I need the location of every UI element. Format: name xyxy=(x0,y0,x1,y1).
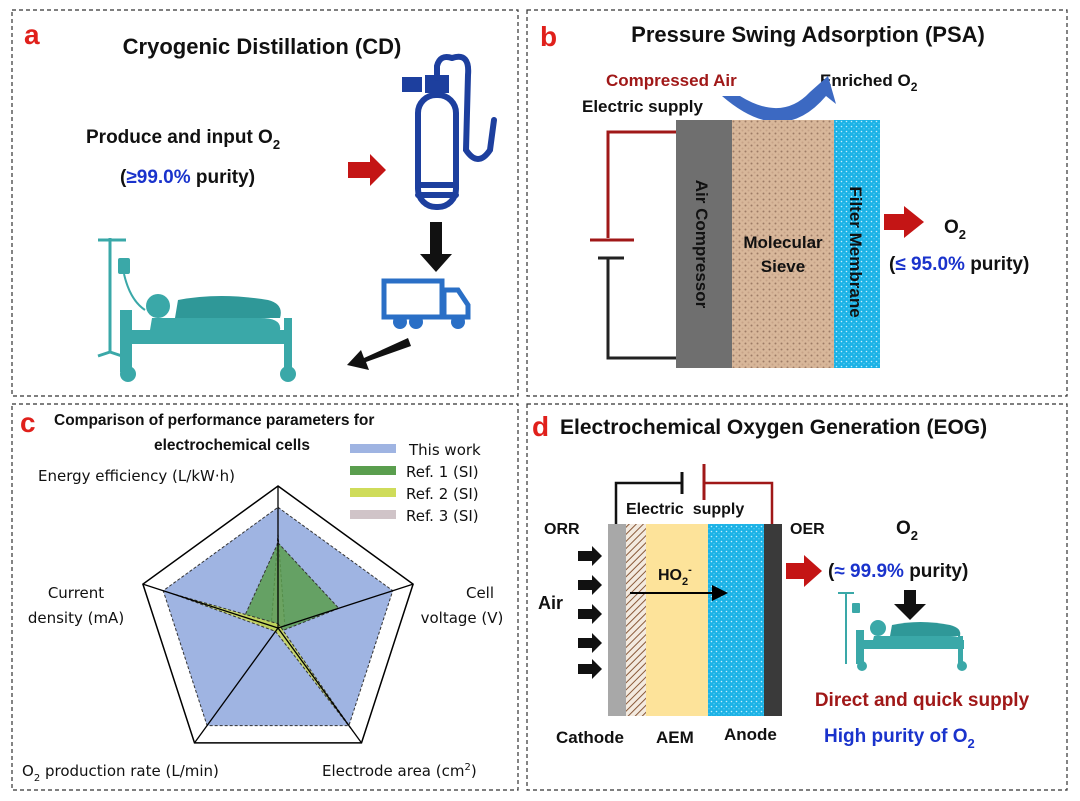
cathode-label: Cathode xyxy=(556,728,624,747)
radar-legend: This work Ref. 1 (SI) Ref. 2 (SI) Ref. 3… xyxy=(350,441,481,525)
radar-axis-spoke xyxy=(193,627,279,744)
axis-label-current-density-2: density (mA) xyxy=(28,609,124,627)
oer-label: OER xyxy=(790,521,825,538)
air-arrow-icon xyxy=(578,633,602,653)
air-label: Air xyxy=(538,593,563,613)
panel-d: d Electrochemical Oxygen Generation (EOG… xyxy=(526,403,1068,791)
legend-label-ref1: Ref. 1 (SI) xyxy=(406,463,479,481)
air-arrow-icon xyxy=(578,575,602,595)
ho2-label: HO2- xyxy=(658,564,692,588)
panel-d-letter: d xyxy=(532,411,549,442)
panel-a: a Cryogenic Distillation (CD) Produce an… xyxy=(11,9,519,397)
panel-b-letter: b xyxy=(540,21,557,52)
catalyst-layer xyxy=(626,524,646,716)
legend-swatch-this-work xyxy=(350,444,396,453)
filter-membrane-block xyxy=(834,120,880,368)
radar-series-ref1 xyxy=(243,541,340,632)
axis-label-cell-voltage-2: voltage (V) xyxy=(421,609,504,627)
radar-outer-frame xyxy=(142,485,414,744)
panel-c: c Comparison of performance parameters f… xyxy=(11,403,519,791)
panel-c-title-line1: Comparison of performance parameters for xyxy=(54,412,374,429)
radar-axis-spoke xyxy=(277,627,363,744)
air-arrows xyxy=(578,546,602,679)
curved-arrow-icon xyxy=(722,76,836,122)
molecular-sieve-block xyxy=(732,120,834,368)
legend-swatch-ref3 xyxy=(350,510,396,519)
legend-label-ref2: Ref. 2 (SI) xyxy=(406,485,479,503)
panel-d-border xyxy=(526,403,1068,791)
panel-a-letter: a xyxy=(24,19,40,50)
panel-b-title: Pressure Swing Adsorption (PSA) xyxy=(631,22,985,47)
panel-d-purity: (≈ 99.9% purity) xyxy=(828,561,968,582)
negative-wire xyxy=(606,258,676,360)
down-arrow-icon xyxy=(420,222,452,272)
red-arrow-icon xyxy=(348,154,386,186)
output-arrow-icon-d xyxy=(786,555,822,587)
panel-b: b Pressure Swing Adsorption (PSA) Compre… xyxy=(526,9,1068,397)
enriched-o2-label: Enriched O2 xyxy=(820,71,918,94)
air-arrow-icon xyxy=(578,659,602,679)
anode-layer xyxy=(708,524,764,716)
positive-wire xyxy=(606,130,676,238)
air-compressor-block xyxy=(676,120,732,368)
air-arrow-icon xyxy=(578,546,602,566)
panel-b-purity: (≤ 95.0% purity) xyxy=(889,254,1029,275)
anode-plate xyxy=(764,524,782,716)
panel-d-o2-label: O2 xyxy=(896,518,918,543)
air-compressor-label: Air Compressor xyxy=(692,180,711,309)
panel-c-title-line2: electrochemical cells xyxy=(154,437,310,454)
down-arrow-icon-d xyxy=(894,590,926,620)
panel-a-border xyxy=(11,9,519,397)
panel-c-border xyxy=(11,403,519,791)
diagonal-arrow-icon xyxy=(347,338,411,370)
output-arrow-icon xyxy=(884,206,924,238)
legend-swatch-ref2 xyxy=(350,488,396,497)
sieve-label: Sieve xyxy=(761,257,805,276)
oxygen-cylinder-icon xyxy=(402,53,497,210)
panel-a-produce-text: Produce and input O2 xyxy=(86,127,280,152)
anode-wire xyxy=(704,481,774,524)
panel-c-letter: c xyxy=(20,407,36,438)
air-arrow-icon xyxy=(578,604,602,624)
radar-axis-spoke xyxy=(277,583,414,629)
direct-supply-label: Direct and quick supply xyxy=(815,690,1030,711)
aem-layer xyxy=(646,524,708,716)
panel-a-purity: (≥99.0% purity) xyxy=(120,167,255,188)
axis-label-cell-voltage-1: Cell xyxy=(466,584,494,602)
axis-label-current-density-1: Current xyxy=(48,584,104,602)
orr-label: ORR xyxy=(544,521,580,538)
patient-bed-icon xyxy=(97,238,296,382)
panel-b-o2-label: O2 xyxy=(944,217,966,242)
truck-icon xyxy=(381,278,471,329)
panel-b-border xyxy=(526,9,1068,397)
electric-supply-label-d: Electric supply xyxy=(626,501,744,518)
axis-label-production-rate: O2 production rate (L/min) xyxy=(22,762,219,784)
panel-d-title: Electrochemical Oxygen Generation (EOG) xyxy=(560,416,987,439)
legend-label-ref3: Ref. 3 (SI) xyxy=(406,507,479,525)
molecular-label: Molecular xyxy=(743,233,823,252)
axis-label-energy-efficiency: Energy efficiency (L/kW·h) xyxy=(38,467,235,485)
patient-bed-icon-small xyxy=(838,592,967,671)
legend-swatch-ref1 xyxy=(350,466,396,475)
high-purity-label: High purity of O2 xyxy=(824,726,975,751)
radar-axis-spoke xyxy=(142,583,279,629)
radar-chart xyxy=(142,485,414,744)
anode-label: Anode xyxy=(724,725,777,744)
filter-membrane-label: Filter Membrane xyxy=(846,186,865,317)
legend-label-this-work: This work xyxy=(408,441,481,459)
radar-series-ref2 xyxy=(172,593,354,732)
electric-supply-label: Electric supply xyxy=(582,97,703,116)
panel-a-title: Cryogenic Distillation (CD) xyxy=(123,34,402,59)
axis-label-electrode-area: Electrode area (cm2) xyxy=(322,762,477,780)
compressed-air-label: Compressed Air xyxy=(606,71,737,90)
cathode-layer xyxy=(608,524,626,716)
cathode-wire xyxy=(614,481,682,524)
aem-label: AEM xyxy=(656,728,694,747)
